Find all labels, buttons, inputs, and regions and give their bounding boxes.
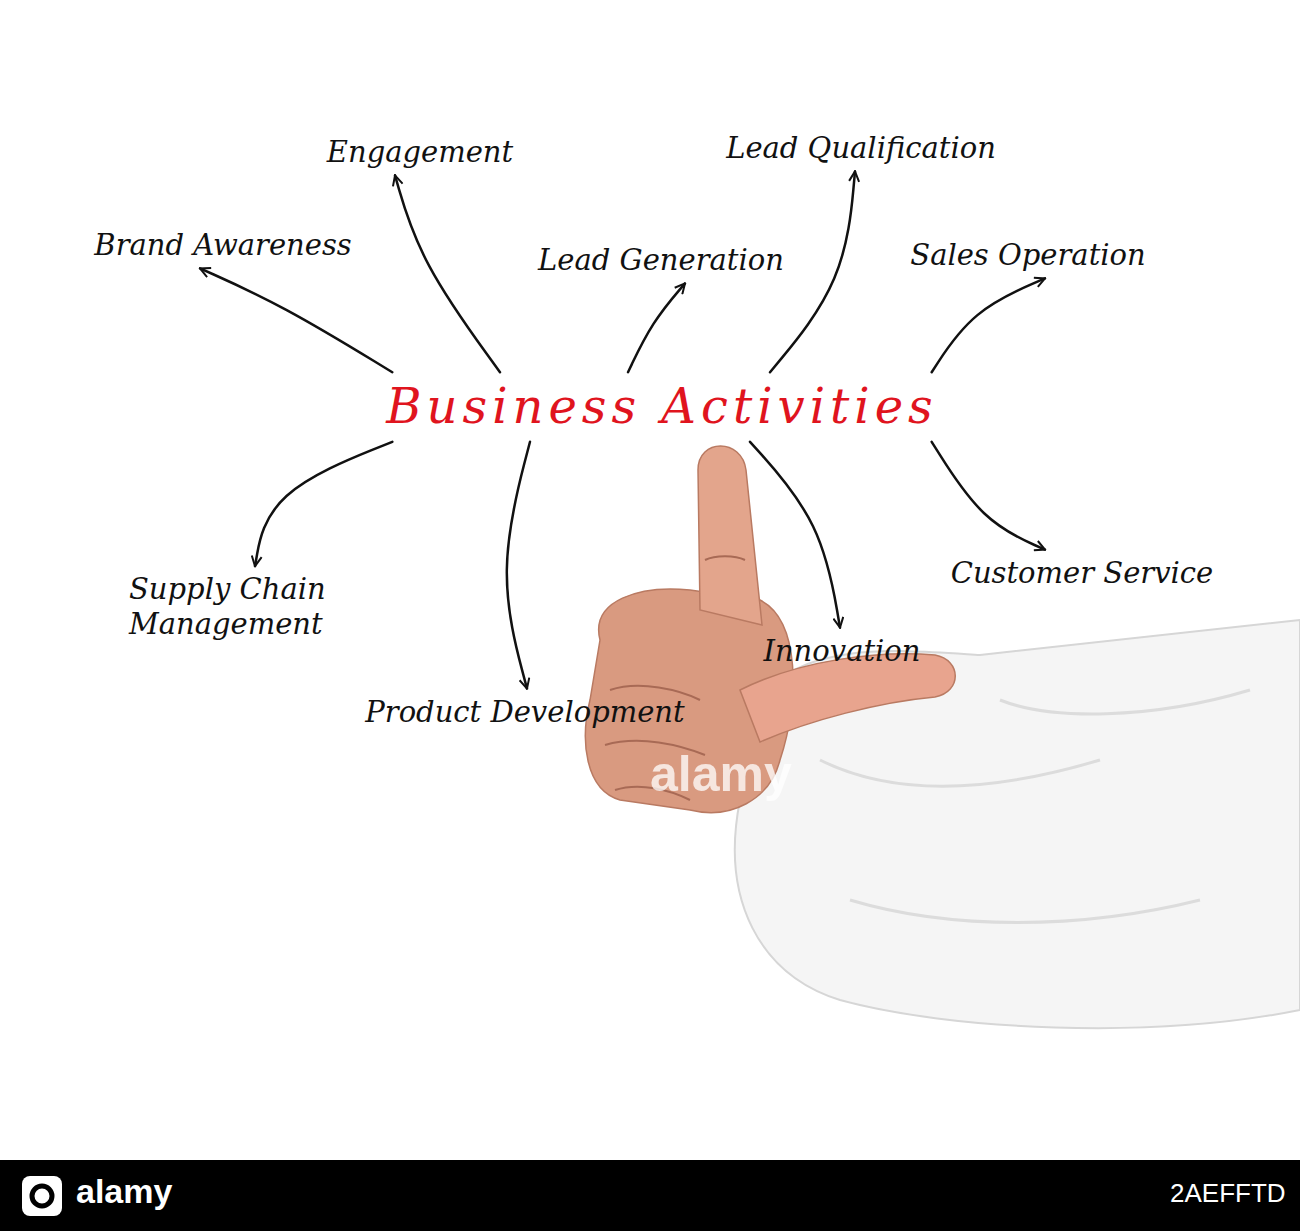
node-text: Lead Qualification bbox=[726, 131, 996, 166]
watermark: alamy bbox=[650, 745, 792, 803]
sleeve-fold bbox=[820, 690, 1250, 923]
connector-arrow bbox=[628, 283, 685, 372]
node-text: Sales Operation bbox=[910, 238, 1145, 273]
node-text: Product Development bbox=[365, 695, 684, 730]
node-text: Engagement bbox=[327, 135, 513, 170]
activity-label: Brand Awareness bbox=[88, 224, 357, 267]
activity-label: Product Development bbox=[359, 691, 690, 734]
node-text: Customer Service bbox=[951, 556, 1214, 591]
stock-id: 2AEFFTD bbox=[1170, 1178, 1286, 1209]
stock-bar bbox=[0, 1160, 1300, 1231]
activity-label: Innovation bbox=[757, 630, 926, 673]
activity-label: Supply Chain Management bbox=[123, 568, 393, 646]
node-text: Brand Awareness bbox=[94, 228, 351, 263]
connector-arrow bbox=[750, 442, 840, 628]
stock-logo-mark bbox=[32, 1186, 52, 1206]
pointing-hand bbox=[585, 446, 1300, 1028]
connector-arrow bbox=[200, 268, 392, 372]
activity-label: Lead Qualification bbox=[720, 127, 1002, 170]
shirt-sleeve bbox=[735, 620, 1300, 1028]
node-text: Supply Chain Management bbox=[129, 572, 387, 642]
node-text: Lead Generation bbox=[538, 243, 784, 278]
stock-logo bbox=[22, 1176, 62, 1216]
activity-label: Sales Operation bbox=[904, 234, 1151, 277]
stock-brand: alamy bbox=[76, 1172, 172, 1211]
activity-label: Engagement bbox=[321, 131, 519, 174]
activity-label: Lead Generation bbox=[532, 239, 790, 282]
connector-arrow bbox=[507, 442, 530, 689]
node-text: Business Activities bbox=[386, 378, 937, 436]
node-text: Innovation bbox=[763, 634, 920, 669]
index-finger bbox=[698, 446, 762, 625]
central-topic: Business Activities bbox=[380, 374, 943, 440]
connector-arrow bbox=[932, 442, 1045, 550]
activity-label: Customer Service bbox=[945, 552, 1220, 595]
connector-arrow bbox=[932, 278, 1045, 372]
connector-arrow bbox=[395, 175, 500, 372]
connector-arrow bbox=[255, 442, 392, 566]
